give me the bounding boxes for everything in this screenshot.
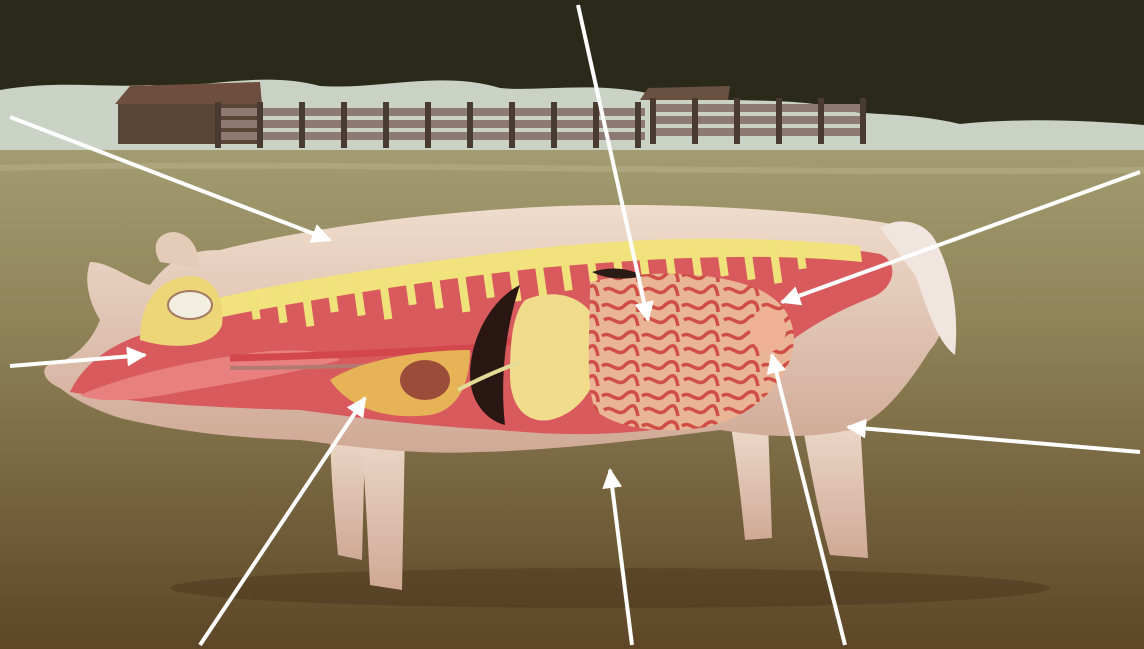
fence-post: [215, 102, 221, 148]
fence-post: [593, 102, 599, 148]
fence-post: [860, 98, 866, 144]
fence-board: [650, 104, 865, 112]
fence-post: [299, 102, 305, 148]
fence-post: [383, 102, 389, 148]
fence-post: [551, 102, 557, 148]
fence-board: [650, 116, 865, 124]
fence-post: [776, 98, 782, 144]
pig-shadow: [170, 568, 1050, 608]
fence-post: [341, 102, 347, 148]
fence-post: [692, 98, 698, 144]
fence-post: [734, 98, 740, 144]
fence-post: [257, 102, 263, 148]
brain: [168, 291, 212, 319]
fence-post: [818, 98, 824, 144]
fence-post: [425, 102, 431, 148]
fence-post: [650, 98, 656, 144]
fence-post: [467, 102, 473, 148]
fence-post: [635, 102, 641, 148]
fence-board: [650, 128, 865, 136]
heart: [400, 360, 450, 400]
fence-post: [509, 102, 515, 148]
bladder: [750, 308, 786, 352]
